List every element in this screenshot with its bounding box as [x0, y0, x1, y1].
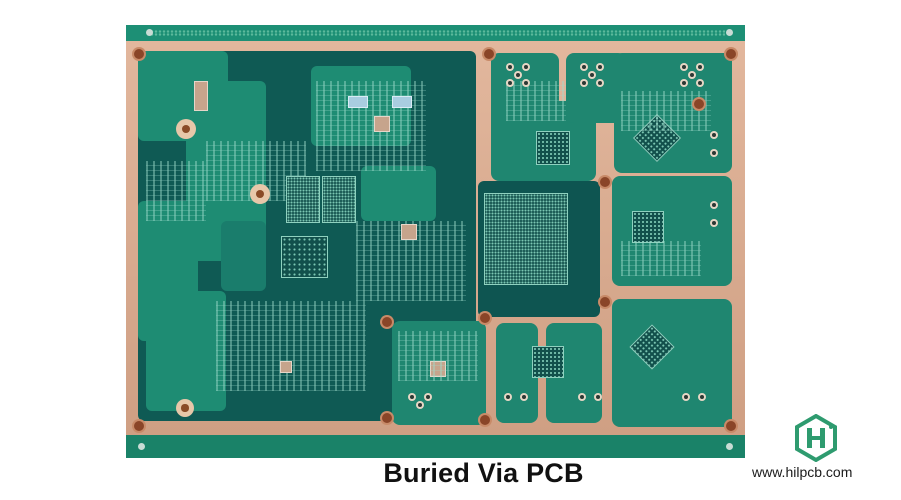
component-cluster — [146, 161, 206, 221]
via — [696, 79, 704, 87]
via — [680, 79, 688, 87]
via — [596, 79, 604, 87]
via — [408, 393, 416, 401]
pcb-board-frame — [126, 41, 745, 435]
via — [596, 63, 604, 71]
via — [710, 131, 718, 139]
sub-board — [496, 323, 538, 423]
ground-pour — [146, 291, 226, 411]
ic-thermal-pad — [374, 116, 390, 132]
inductor — [392, 96, 412, 108]
via — [682, 393, 690, 401]
frame-hole — [600, 177, 610, 187]
via — [514, 71, 522, 79]
via — [594, 393, 602, 401]
ic-thermal-pad — [280, 361, 292, 373]
memory-chip — [286, 176, 320, 223]
frame-hole — [726, 421, 736, 431]
via — [506, 63, 514, 71]
website-url[interactable]: www.hilpcb.com — [752, 464, 853, 480]
via — [506, 79, 514, 87]
via — [710, 219, 718, 227]
pcb-photo — [126, 25, 745, 458]
image-caption: Buried Via PCB — [383, 458, 584, 488]
via — [416, 401, 424, 409]
frame-hole — [694, 99, 704, 109]
ground-pour — [221, 221, 266, 291]
frame-hole — [484, 49, 494, 59]
via — [698, 393, 706, 401]
pcb-top-rail — [126, 25, 745, 41]
component-cluster — [316, 81, 426, 171]
component-cluster — [506, 81, 566, 121]
via — [680, 63, 688, 71]
memory-chip — [322, 176, 356, 223]
ic-chip — [281, 236, 328, 278]
bga-chip — [532, 346, 564, 378]
rail-tooling-hole — [726, 443, 733, 450]
frame-hole — [382, 413, 392, 423]
frame-hole — [382, 317, 392, 327]
component-cluster — [216, 301, 366, 391]
via — [688, 71, 696, 79]
frame-hole — [726, 49, 736, 59]
rail-tooling-hole — [146, 29, 153, 36]
via — [696, 63, 704, 71]
corner-hole — [134, 49, 144, 59]
via — [504, 393, 512, 401]
frame-hole — [480, 415, 490, 425]
frame-hole — [480, 313, 490, 323]
rail-tooling-hole — [726, 29, 733, 36]
via — [520, 393, 528, 401]
inductor — [348, 96, 368, 108]
ic-thermal-pad — [430, 361, 446, 377]
bga-chip — [632, 211, 664, 243]
via — [424, 393, 432, 401]
component-cluster — [621, 91, 711, 131]
via — [522, 63, 530, 71]
ic-thermal-pad — [401, 224, 417, 240]
frame-hole — [600, 297, 610, 307]
component-cluster — [398, 331, 478, 381]
rail-via-row — [146, 30, 725, 36]
bga-processor — [484, 193, 568, 285]
via — [710, 201, 718, 209]
ground-pour — [361, 166, 436, 221]
via — [580, 79, 588, 87]
rail-tooling-hole — [138, 443, 145, 450]
via — [580, 63, 588, 71]
mounting-hole — [250, 184, 270, 204]
sub-board — [612, 299, 732, 427]
component-cluster — [621, 241, 701, 276]
hexagon-h-logo-icon — [795, 414, 837, 462]
bga-chip — [536, 131, 570, 165]
mounting-hole — [176, 119, 196, 139]
capacitor — [194, 81, 208, 111]
pcb-bottom-rail — [126, 435, 745, 458]
via — [588, 71, 596, 79]
corner-hole — [134, 421, 144, 431]
mounting-hole — [176, 399, 194, 417]
via — [710, 149, 718, 157]
via — [522, 79, 530, 87]
via — [578, 393, 586, 401]
